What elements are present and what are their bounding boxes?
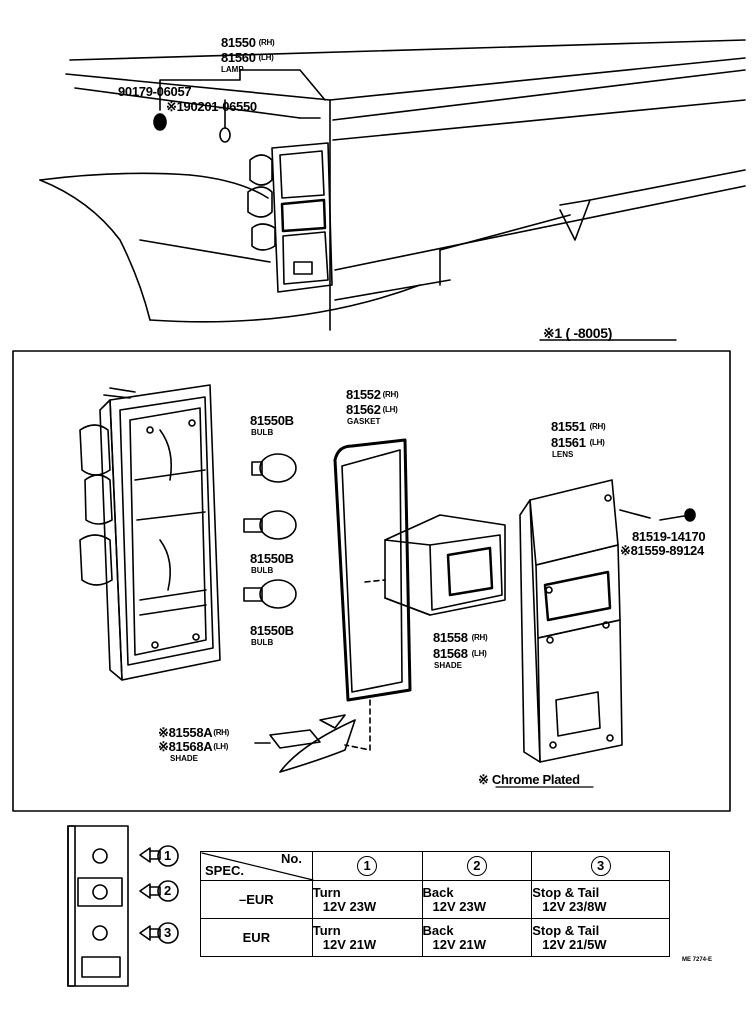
bulb-2-label: BULB [251, 566, 274, 575]
clip-part-number: ※190201-06550 [166, 99, 257, 114]
lamp-lh-side: (LH) [258, 53, 274, 62]
bulb-1-number: 81550B [250, 413, 294, 428]
bulb-2-number: 81550B [250, 551, 294, 566]
header-spec-no-cell: SPEC. No. [200, 851, 313, 881]
gasket-lh-number: 81562 [346, 402, 381, 417]
shade-a [269, 714, 356, 773]
header-spec: SPEC. [205, 863, 245, 878]
shade-a-label: SHADE [170, 754, 199, 763]
bulb-3-label: BULB [251, 638, 274, 647]
header-col-3: 3 [531, 851, 670, 881]
gasket-lh-side: (LH) [382, 405, 398, 414]
lens [519, 479, 696, 763]
lens-lh-side: (LH) [589, 438, 605, 447]
lamp-rh-number: 81550 [221, 35, 256, 50]
shade-a-lh-side: (LH) [213, 742, 229, 751]
header-col-2: 2 [421, 851, 533, 881]
key-number-3: 3 [164, 925, 171, 940]
shade-a-rh-side: (RH) [213, 728, 230, 737]
lens-screw-alt-number: ※81559-89124 [620, 543, 704, 558]
header-no: No. [281, 851, 302, 866]
lens-label: LENS [552, 450, 574, 459]
key-number-1: 1 [164, 848, 171, 863]
truck-rear-body [39, 39, 746, 331]
shade-a-rh-number: ※81558A [158, 725, 213, 740]
shade-lh-side: (LH) [471, 649, 487, 658]
reference-code: ME 7274-E [682, 957, 713, 963]
mounted-tail-lamp [247, 142, 333, 293]
screw-part-number: 90179-06057 [118, 84, 192, 99]
key-lamp-diagram [67, 825, 179, 987]
lamp-label: LAMP [221, 65, 244, 74]
shade-rh-side: (RH) [471, 633, 488, 642]
production-range-note: ※1 ( -8005) [543, 325, 613, 341]
shade-label: SHADE [434, 661, 463, 670]
shade [384, 514, 506, 616]
bulbs [243, 453, 297, 609]
exploded-view-frame [12, 350, 731, 812]
bulb-1-label: BULB [251, 428, 274, 437]
bulb-3-number: 81550B [250, 623, 294, 638]
lens-rh-side: (RH) [589, 422, 606, 431]
lens-screw-number: 81519-14170 [632, 529, 706, 544]
lamp-housing [79, 384, 221, 681]
gasket-rh-number: 81552 [346, 387, 381, 402]
lens-lh-number: 81561 [551, 435, 586, 450]
shade-a-lh-number: ※81568A [158, 739, 213, 754]
gasket-rh-side: (RH) [382, 390, 399, 399]
gasket [333, 438, 412, 751]
spec-cell: EUR [200, 918, 313, 957]
lamp-rh-side: (RH) [258, 38, 275, 47]
shade-lh-number: 81568 [433, 646, 468, 661]
spec-cell: –EUR [200, 880, 313, 919]
key-number-2: 2 [164, 883, 171, 898]
lamp-lh-number: 81560 [221, 50, 256, 65]
chrome-plated-note: ※ Chrome Plated [478, 772, 580, 787]
gasket-label: GASKET [347, 417, 381, 426]
shade-rh-number: 81558 [433, 630, 468, 645]
header-col-1: 1 [311, 851, 423, 881]
lens-rh-number: 81551 [551, 419, 586, 434]
